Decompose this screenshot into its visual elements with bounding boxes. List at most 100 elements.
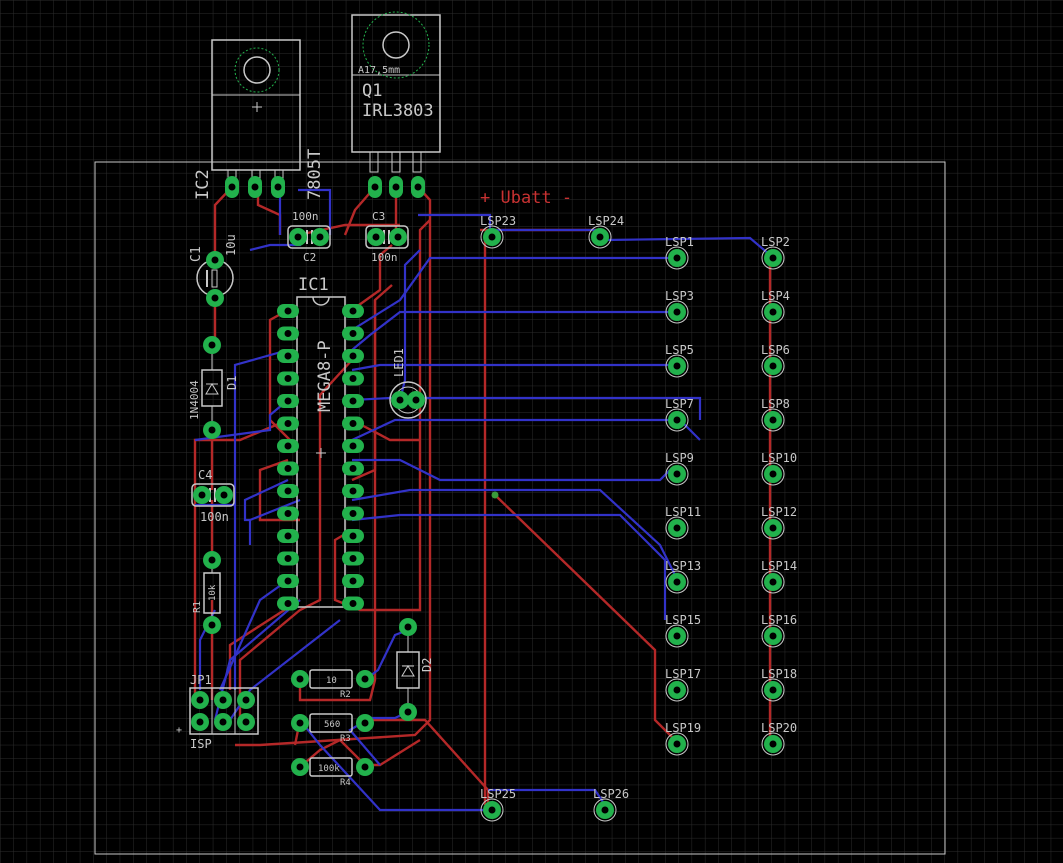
r1-pin-2-hole <box>208 621 216 629</box>
lsp-ring-lsp14 <box>761 570 785 594</box>
c2-pin-2-hole <box>316 233 324 241</box>
r2-name: R2 <box>340 690 351 700</box>
jp1-pin-2-hole <box>219 696 227 704</box>
lsp-pad-lsp3-hole <box>673 308 681 316</box>
r2-pin-1-hole <box>296 675 304 683</box>
lsp-ring-lsp19 <box>665 732 689 756</box>
r1-pin-1-hole <box>208 556 216 564</box>
c3-pin-1-hole <box>372 233 380 241</box>
lsp-ring-lsp10 <box>761 462 785 486</box>
lsp-ring-lsp13 <box>665 570 689 594</box>
q1-pin-d-hole <box>392 183 400 191</box>
lsp-label-lsp17: LSP17 <box>665 667 701 681</box>
lsp-label-lsp4: LSP4 <box>761 289 790 303</box>
c1-pin-2-hole <box>211 294 219 302</box>
r2-resistor: 10 R2 <box>309 669 353 700</box>
lsp-pad-lsp18-hole <box>769 686 777 694</box>
lsp-label-lsp23: LSP23 <box>480 214 516 228</box>
c1-value: 10u <box>224 234 238 256</box>
ic1-pin-4-hole <box>284 375 292 382</box>
ic1-pin-1-hole <box>284 307 292 315</box>
q1-pin-g-hole <box>371 183 379 191</box>
ic2-pin-1-hole <box>228 183 236 191</box>
lsp-label-lsp7: LSP7 <box>665 397 694 411</box>
lsp-ring-lsp5 <box>665 354 689 378</box>
board-outline <box>94 161 946 855</box>
lsp-label-lsp13: LSP13 <box>665 559 701 573</box>
ic1-pin-23-hole <box>349 420 357 427</box>
ic1-pin-3-hole <box>284 352 292 360</box>
ic1-pin-26-hole <box>349 352 357 360</box>
jp1-pin-1-hole <box>196 696 204 704</box>
ic1-pin-2-hole <box>284 330 292 337</box>
lsp-ring-lsp1 <box>665 246 689 270</box>
lsp-label-lsp5: LSP5 <box>665 343 694 357</box>
c3-pin-2-hole <box>394 233 402 241</box>
lsp-label-lsp15: LSP15 <box>665 613 701 627</box>
lsp-pad-lsp1-hole <box>673 254 681 262</box>
ic1-pin-22-hole <box>349 442 357 450</box>
ic1-name: IC1 <box>298 275 329 295</box>
ic1-pin-9-hole <box>284 487 292 495</box>
ic1-pin-14-hole <box>284 600 292 607</box>
c4-capacitor: C4 100n <box>191 468 235 524</box>
lsp-pad-lsp9-hole <box>673 470 681 478</box>
ic1-pin-7-hole <box>284 442 292 450</box>
c2-capacitor: 100n C2 <box>287 210 331 264</box>
ic2-name: IC2 <box>193 169 213 200</box>
lsp-label-lsp1: LSP1 <box>665 235 694 249</box>
d2-pin-k-hole <box>404 623 412 631</box>
ic1-pin-28-hole <box>349 307 357 315</box>
r2-pin-2-hole <box>361 675 369 683</box>
ic2-regulator: IC2 7805T <box>193 39 325 200</box>
lsp-pad-lsp20-hole <box>769 740 777 748</box>
lsp-ring-lsp26 <box>593 798 617 822</box>
ic1-pin-15-hole <box>349 600 357 607</box>
lsp-ring-lsp7 <box>665 408 689 432</box>
led1-pin-2-hole <box>412 396 420 404</box>
ic1-pin-18-hole <box>349 532 357 540</box>
jp1-value: ISP <box>190 737 212 751</box>
jp1-pin-4-hole <box>196 718 204 726</box>
ic1-pin-11-hole <box>284 532 292 540</box>
lsp-label-lsp9: LSP9 <box>665 451 694 465</box>
ic1-pin-17-hole <box>349 555 357 562</box>
ic1-pin-5-hole <box>284 397 292 405</box>
lsp-label-lsp10: LSP10 <box>761 451 797 465</box>
lsp-pad-lsp17-hole <box>673 686 681 694</box>
c4-name: C4 <box>198 468 212 482</box>
lsp-ring-lsp20 <box>761 732 785 756</box>
lsp-pad-lsp11-hole <box>673 524 681 532</box>
d1-diode: 1N4004 D1 <box>188 345 239 430</box>
d1-pin-a-hole <box>208 341 216 349</box>
c4-pin-2-hole <box>220 491 228 499</box>
lsp-ring-lsp16 <box>761 624 785 648</box>
d1-name: D1 <box>225 376 239 390</box>
lsp-pad-lsp7-hole <box>673 416 681 424</box>
lsp-label-lsp14: LSP14 <box>761 559 797 573</box>
ic1-pin-24-hole <box>349 397 357 405</box>
lsp-label-lsp16: LSP16 <box>761 613 797 627</box>
lsp-label-lsp26: LSP26 <box>593 787 629 801</box>
c2-pin-1-hole <box>294 233 302 241</box>
ic1-pin-25-hole <box>349 375 357 382</box>
q1-name: Q1 <box>362 81 382 101</box>
lsp-label-lsp12: LSP12 <box>761 505 797 519</box>
lsp-label-lsp20: LSP20 <box>761 721 797 735</box>
r2-value: 10 <box>326 676 337 686</box>
lsp-label-lsp25: LSP25 <box>480 787 516 801</box>
lsp-pad-lsp6-hole <box>769 362 777 370</box>
q1-value: IRL3803 <box>362 101 434 121</box>
lsp-pad-lsp2-hole <box>769 254 777 262</box>
jp1-pin-6-hole <box>242 718 250 726</box>
lsp-pad-lsp4-hole <box>769 308 777 316</box>
lsp-ring-lsp9 <box>665 462 689 486</box>
lsp-pad-lsp8-hole <box>769 416 777 424</box>
lsp-ring-lsp24 <box>588 225 612 249</box>
lsp-pad-lsp25-hole <box>488 806 496 814</box>
lsp-ring-lsp6 <box>761 354 785 378</box>
ic1-pin-12-hole <box>284 555 292 562</box>
lsp-label-lsp6: LSP6 <box>761 343 790 357</box>
